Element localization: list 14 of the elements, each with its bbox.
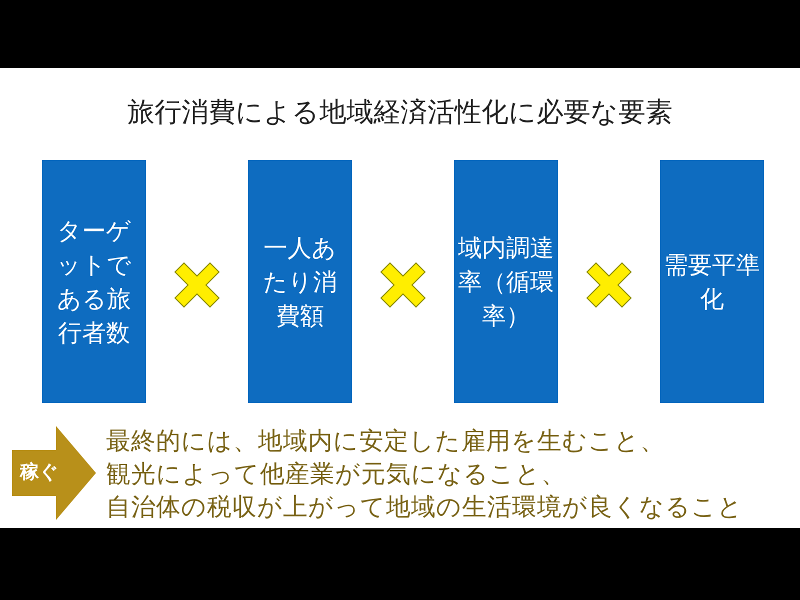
factor-box: [454, 160, 558, 403]
summary-text: 最終的には、地域内に安定した雇用を生むこと、: [106, 425, 665, 457]
arrow-label: 稼ぐ: [20, 460, 58, 485]
factor-box: [660, 160, 764, 403]
factor-text: 域内調達率（循環率）: [458, 232, 554, 332]
factor-text: ターゲットである旅行者数: [56, 216, 132, 348]
factor-text: 需要平準化: [664, 250, 760, 314]
factor-text: 一人あたり消費額: [262, 232, 338, 332]
summary-text: 自治体の税収が上がって地域の生活環境が良くなること: [106, 491, 743, 523]
arrow-shape: [12, 426, 96, 520]
factor-box: [42, 160, 146, 403]
slide-title: 旅行消費による地域経済活性化に必要な要素: [126, 96, 674, 130]
factor-box: [248, 160, 352, 403]
summary-text: 観光によって他産業が元気になること、: [106, 458, 566, 490]
